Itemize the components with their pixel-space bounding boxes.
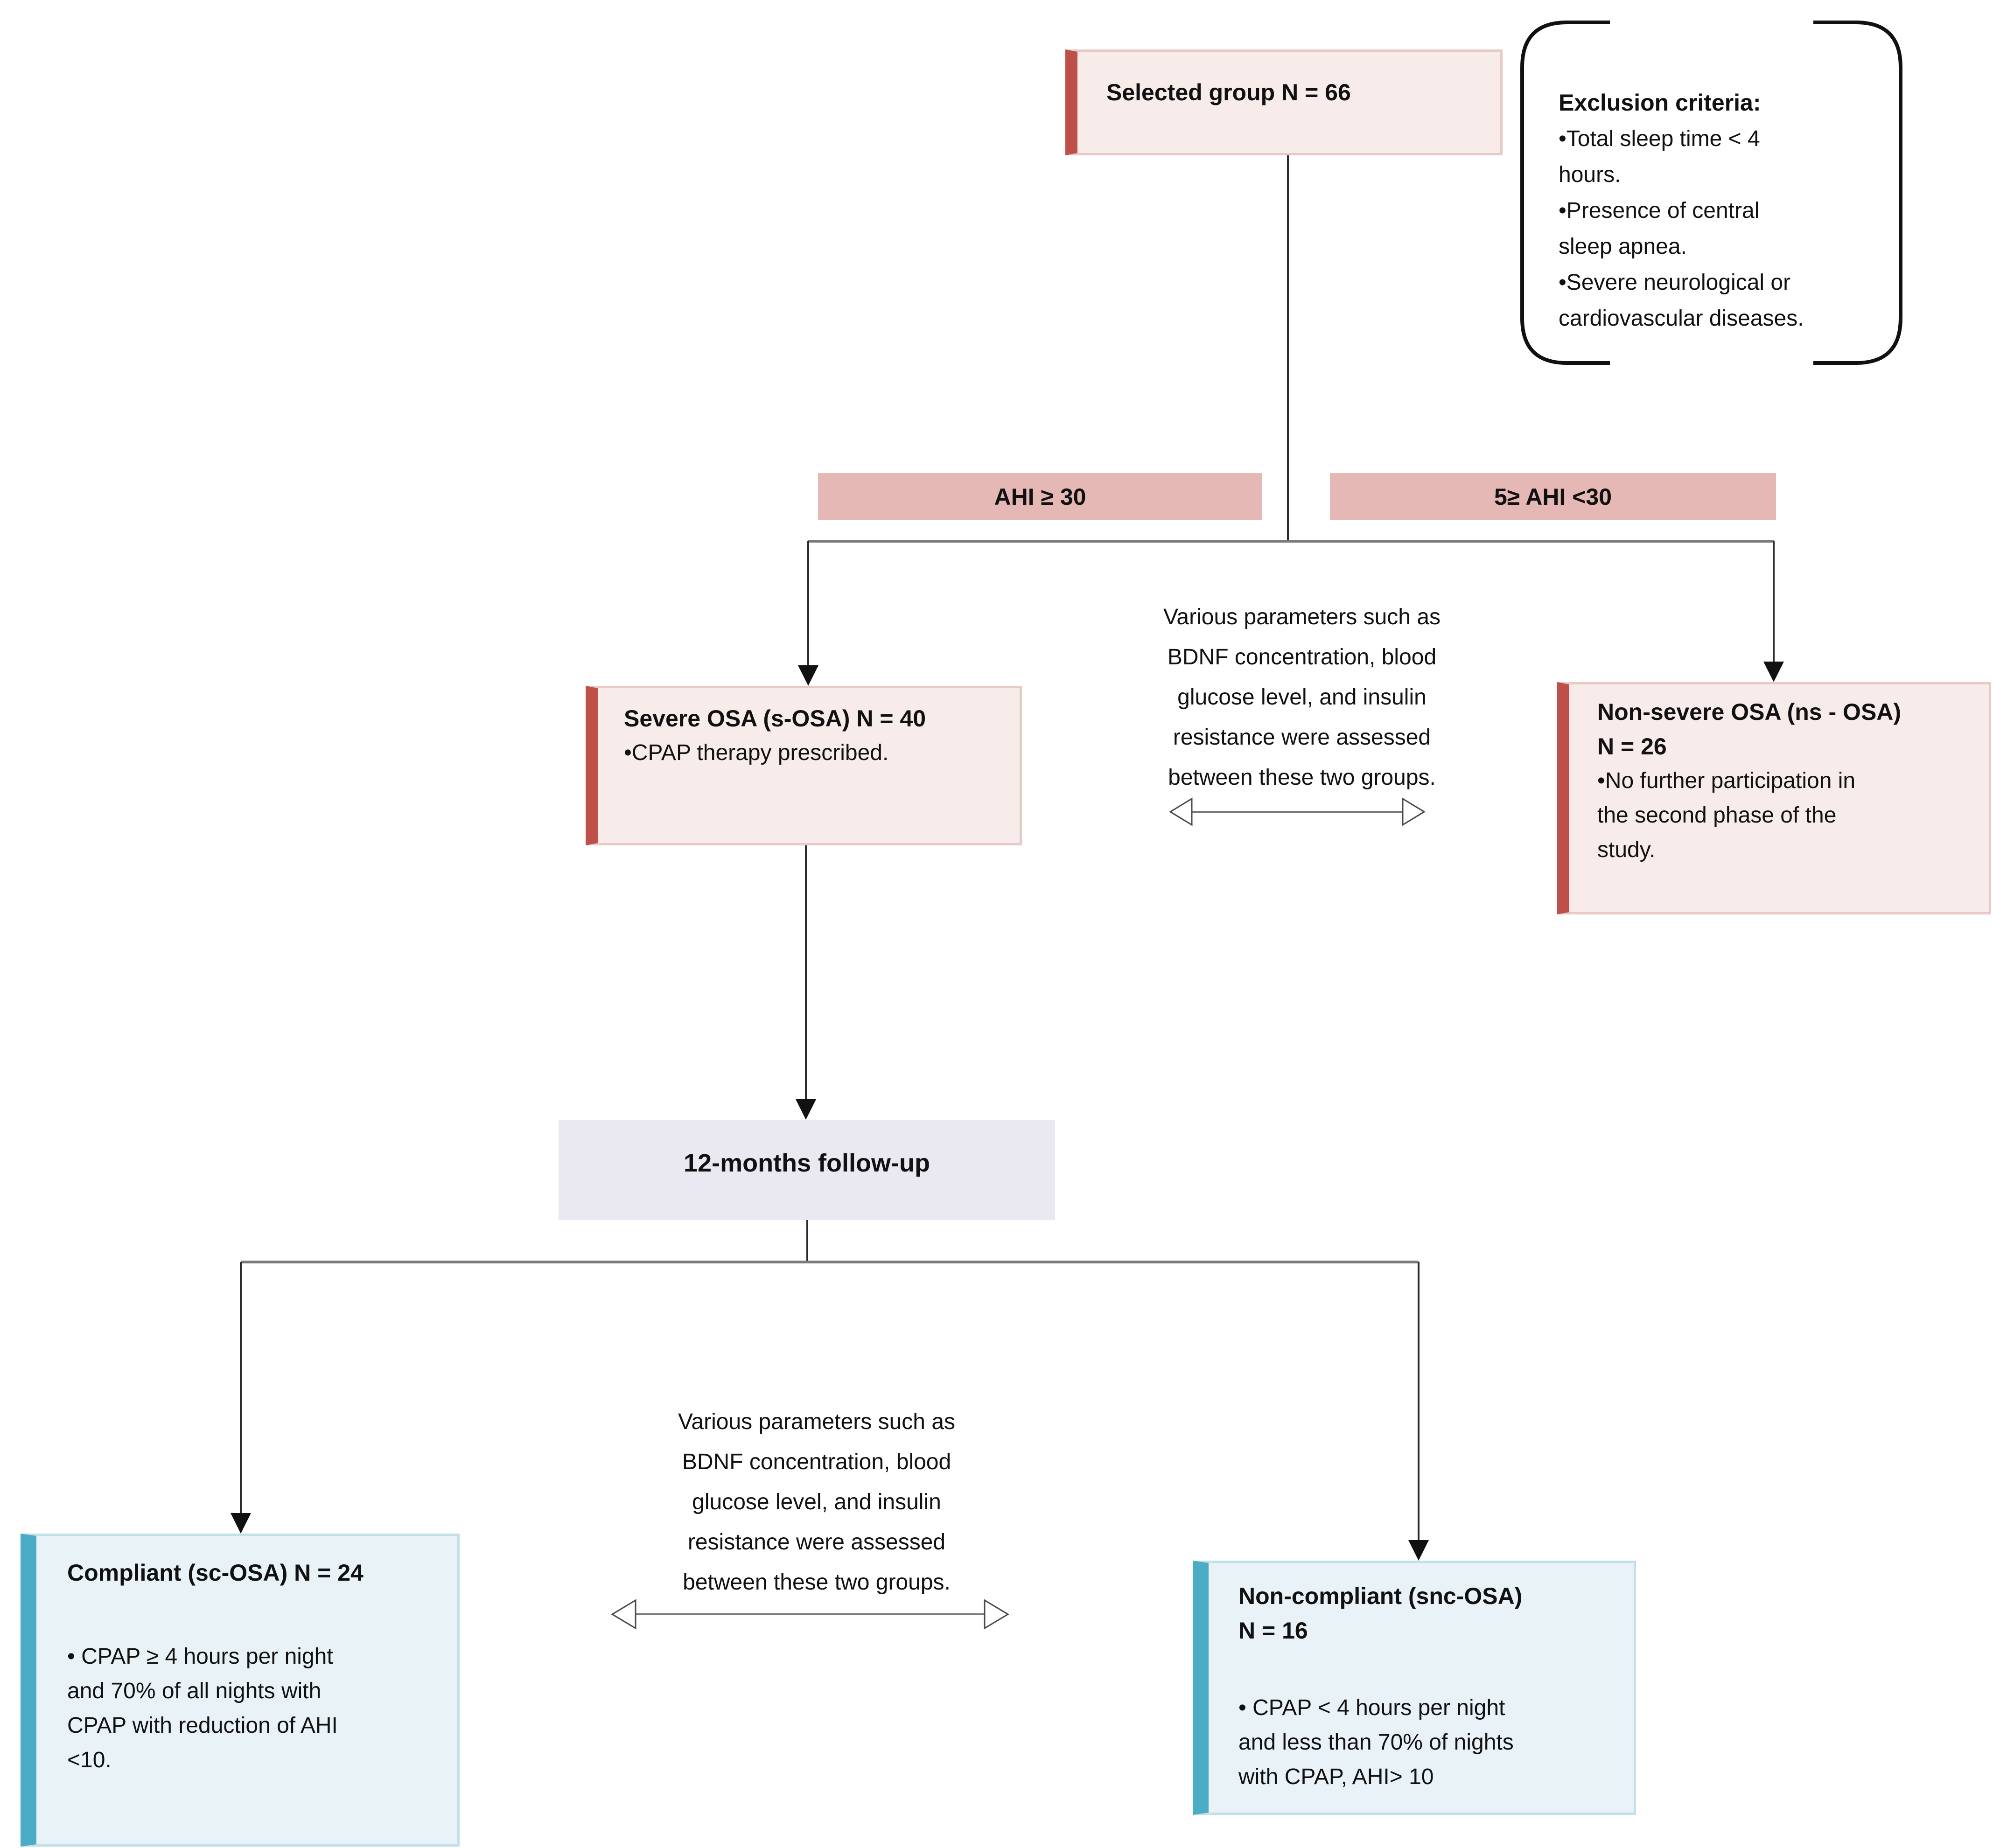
arrowhead-noncompliant	[1408, 1540, 1429, 1561]
noncompliant-body: • CPAP < 4 hours per night and less than…	[1238, 1695, 1514, 1789]
followup-title: 12-months follow-up	[684, 1149, 930, 1177]
assessment-note-top: Various parameters such as BDNF concentr…	[1163, 605, 1441, 790]
compare-arrow-bottom-right-head	[984, 1599, 1009, 1630]
branch-label-ahi-severe-text: AHI ≥ 30	[994, 483, 1086, 510]
compare-arrow-top-right-head	[1402, 797, 1426, 826]
compliant-box: Compliant (sc-OSA) N = 24 • CPAP ≥ 4 hou…	[21, 1534, 460, 1847]
branch-label-ahi-nonsevere-text: 5≥ AHI <30	[1494, 483, 1612, 510]
arrowhead-compliant	[231, 1513, 251, 1534]
severe-osa-box: Severe OSA (s-OSA) N = 40 •CPAP therapy …	[586, 686, 1022, 845]
selected-group-title: Selected group N = 66	[1106, 79, 1351, 105]
noncompliant-box: Non-compliant (snc-OSA) N = 16 • CPAP < …	[1193, 1561, 1636, 1815]
arrowhead-followup	[796, 1099, 816, 1120]
nonsevere-osa-box: Non-severe OSA (ns - OSA) N = 26 •No fur…	[1557, 682, 1991, 914]
compliant-body: • CPAP ≥ 4 hours per night and 70% of al…	[67, 1644, 338, 1772]
exclusion-criteria-block: Exclusion criteria: •Total sleep time < …	[1559, 85, 1899, 336]
compliant-title: Compliant (sc-OSA) N = 24	[67, 1560, 364, 1586]
compare-arrow-bottom-left-head	[611, 1599, 636, 1630]
exclusion-criteria-title: Exclusion criteria:	[1559, 90, 1761, 116]
arrowhead-nonsevere	[1763, 662, 1784, 682]
severe-osa-body: •CPAP therapy prescribed.	[624, 740, 889, 765]
assessment-note-bottom: Various parameters such as BDNF concentr…	[678, 1409, 956, 1595]
arrowhead-severe	[798, 665, 818, 686]
noncompliant-title: Non-compliant (snc-OSA) N = 16	[1238, 1583, 1523, 1644]
exclusion-criteria-body: •Total sleep time < 4 hours. •Presence o…	[1559, 126, 1804, 331]
severe-osa-title: Severe OSA (s-OSA) N = 40	[624, 705, 926, 732]
exclusion-right-bracket	[1813, 21, 1902, 365]
selected-group-box: Selected group N = 66	[1065, 49, 1503, 155]
exclusion-left-bracket	[1520, 21, 1610, 365]
compare-arrow-top-left-head	[1169, 797, 1193, 826]
branch-label-ahi-nonsevere: 5≥ AHI <30	[1330, 473, 1776, 520]
nonsevere-osa-title: Non-severe OSA (ns - OSA) N = 26	[1597, 699, 1902, 760]
followup-box: 12-months follow-up	[559, 1120, 1055, 1220]
nonsevere-osa-body: •No further participation in the second …	[1597, 768, 1856, 862]
branch-label-ahi-severe: AHI ≥ 30	[818, 473, 1262, 520]
